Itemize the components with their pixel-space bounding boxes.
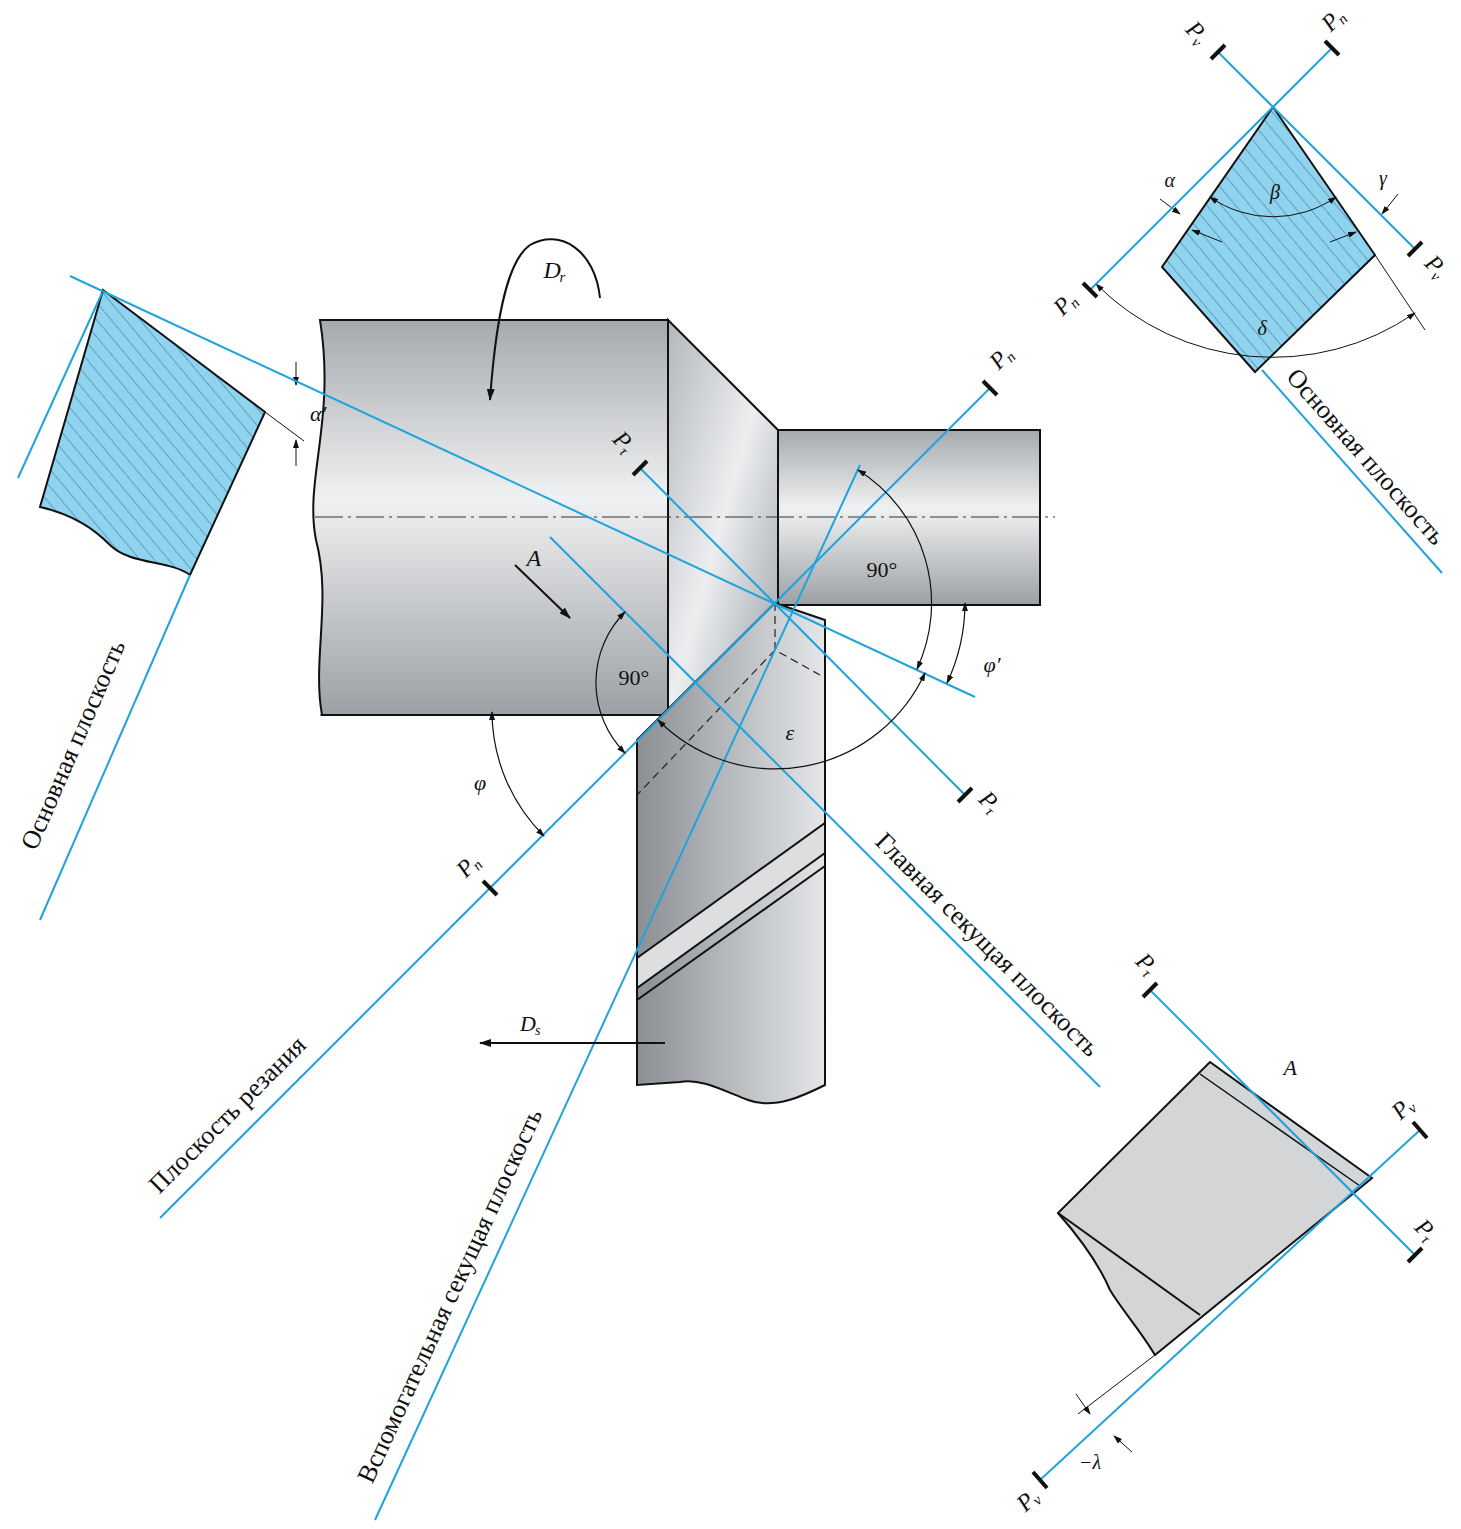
symbol-label: ε	[786, 722, 795, 744]
symbol-label: −λ	[1079, 1452, 1101, 1472]
main-section	[1096, 107, 1425, 372]
view-a	[1058, 1062, 1372, 1452]
symbol-label: δ	[1258, 318, 1267, 338]
workpiece	[313, 320, 1055, 715]
symbol-label: D	[544, 258, 561, 282]
plane-name: Основная плоскость	[16, 637, 130, 854]
symbol-label: α′	[310, 403, 326, 425]
symbol-label: 90°	[867, 559, 898, 581]
cutting-tool	[637, 603, 825, 1103]
symbol-label: γ	[1379, 168, 1387, 188]
plane-ticks	[483, 41, 1427, 1488]
symbol-label: α	[1165, 170, 1176, 190]
plane-name: Главная секущая плоскость	[870, 828, 1104, 1062]
plane-name: Основная плоскость	[1281, 364, 1449, 550]
symbol-label: φ′	[984, 654, 1001, 676]
symbol-label: A	[1284, 1057, 1297, 1079]
subscript: r	[560, 270, 566, 285]
symbol-label: D	[520, 1013, 536, 1035]
angle-arcs	[320, 470, 1040, 836]
symbol-label: φ	[474, 772, 486, 794]
plane-name: Вспомогательная секущая плоскость	[353, 1105, 547, 1487]
plane-name: Плоскость резания	[145, 1032, 312, 1199]
symbol-label: 90°	[619, 667, 650, 689]
symbol-label: β	[1270, 182, 1280, 202]
reference-planes	[18, 48, 1442, 1520]
auxiliary-section	[40, 290, 304, 575]
subscript: s	[535, 1024, 540, 1038]
motion-arrows	[480, 239, 665, 1043]
symbol-label: A	[527, 546, 542, 570]
